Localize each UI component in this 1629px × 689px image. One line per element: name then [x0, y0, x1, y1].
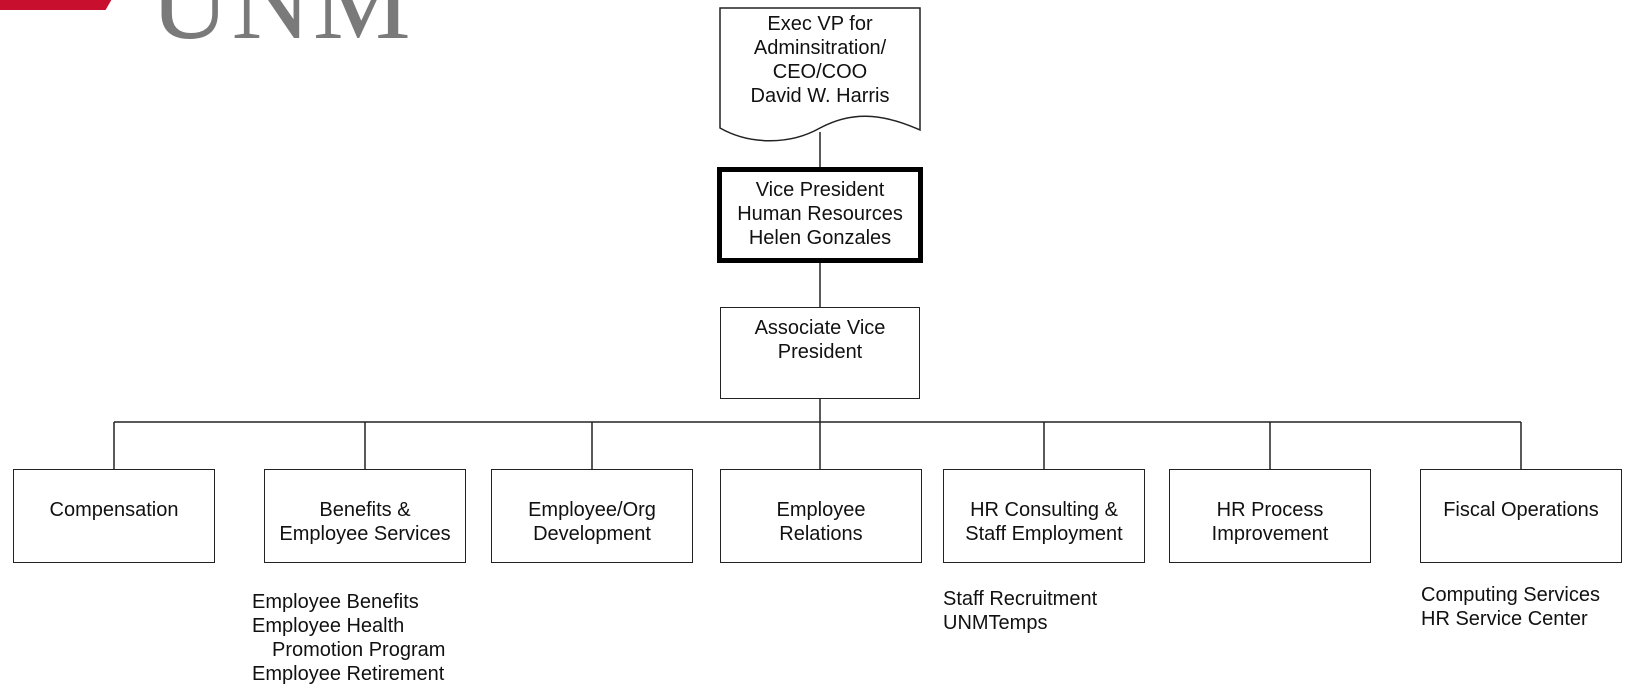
vp-line-2: Human Resources: [737, 203, 903, 225]
subunit-item: Staff Recruitment: [943, 588, 1098, 610]
subunit-item: Promotion Program: [272, 639, 446, 661]
vp-hr-box: Vice President Human Resources Helen Gon…: [717, 167, 923, 263]
dept-label: Employee: [776, 499, 866, 521]
consulting-subunits: Staff Recruitment UNMTemps: [943, 587, 1097, 635]
unm-logo: UNM: [0, 0, 480, 45]
subunit-item: HR Service Center: [1421, 608, 1588, 630]
dept-process-box: HR Process Improvement: [1169, 469, 1371, 563]
dept-label: HR Consulting &: [970, 499, 1118, 521]
exec-line-3: CEO/COO: [772, 61, 868, 83]
dept-label: Fiscal Operations: [1443, 499, 1599, 521]
vp-line-3: Helen Gonzales: [748, 227, 892, 249]
subunit-item: Computing Services: [1421, 584, 1600, 606]
exec-vp-box: Exec VP for Adminsitration/ CEO/COO Davi…: [720, 8, 920, 128]
logo-text: UNM: [150, 0, 413, 45]
dept-relations-box: Employee Relations: [720, 469, 922, 563]
subunit-item: UNMTemps: [943, 612, 1048, 634]
dept-label: Employee/Org: [528, 499, 656, 521]
avp-line-1: Associate Vice: [754, 317, 886, 339]
dept-label: Development: [533, 523, 651, 545]
exec-box-shape: [719, 7, 921, 142]
exec-line-2: Adminsitration/: [753, 37, 887, 59]
exec-line-1: Exec VP for: [767, 13, 873, 35]
subunit-item: Employee Benefits: [252, 591, 419, 613]
avp-line-2: President: [777, 341, 863, 363]
vp-line-1: Vice President: [755, 179, 885, 201]
exec-line-4: David W. Harris: [750, 85, 890, 107]
dept-development-box: Employee/Org Development: [491, 469, 693, 563]
dept-label: HR Process: [1216, 499, 1324, 521]
dept-label: Compensation: [49, 499, 179, 521]
benefits-subunits: Employee Benefits Employee Health Promot…: [252, 590, 445, 686]
associate-vp-box: Associate Vice President: [720, 307, 920, 399]
dept-label: Employee Services: [279, 523, 451, 545]
dept-benefits-box: Benefits & Employee Services: [264, 469, 466, 563]
fiscal-subunits: Computing Services HR Service Center: [1421, 583, 1600, 631]
dept-consulting-box: HR Consulting & Staff Employment: [943, 469, 1145, 563]
dept-fiscal-box: Fiscal Operations: [1420, 469, 1622, 563]
dept-label: Benefits &: [319, 499, 411, 521]
dept-label: Staff Employment: [965, 523, 1123, 545]
dept-label: Improvement: [1211, 523, 1329, 545]
dept-compensation-box: Compensation: [13, 469, 215, 563]
subunit-item: Employee Retirement: [252, 663, 445, 685]
dept-label: Relations: [779, 523, 863, 545]
subunit-item: Employee Health: [252, 615, 405, 637]
